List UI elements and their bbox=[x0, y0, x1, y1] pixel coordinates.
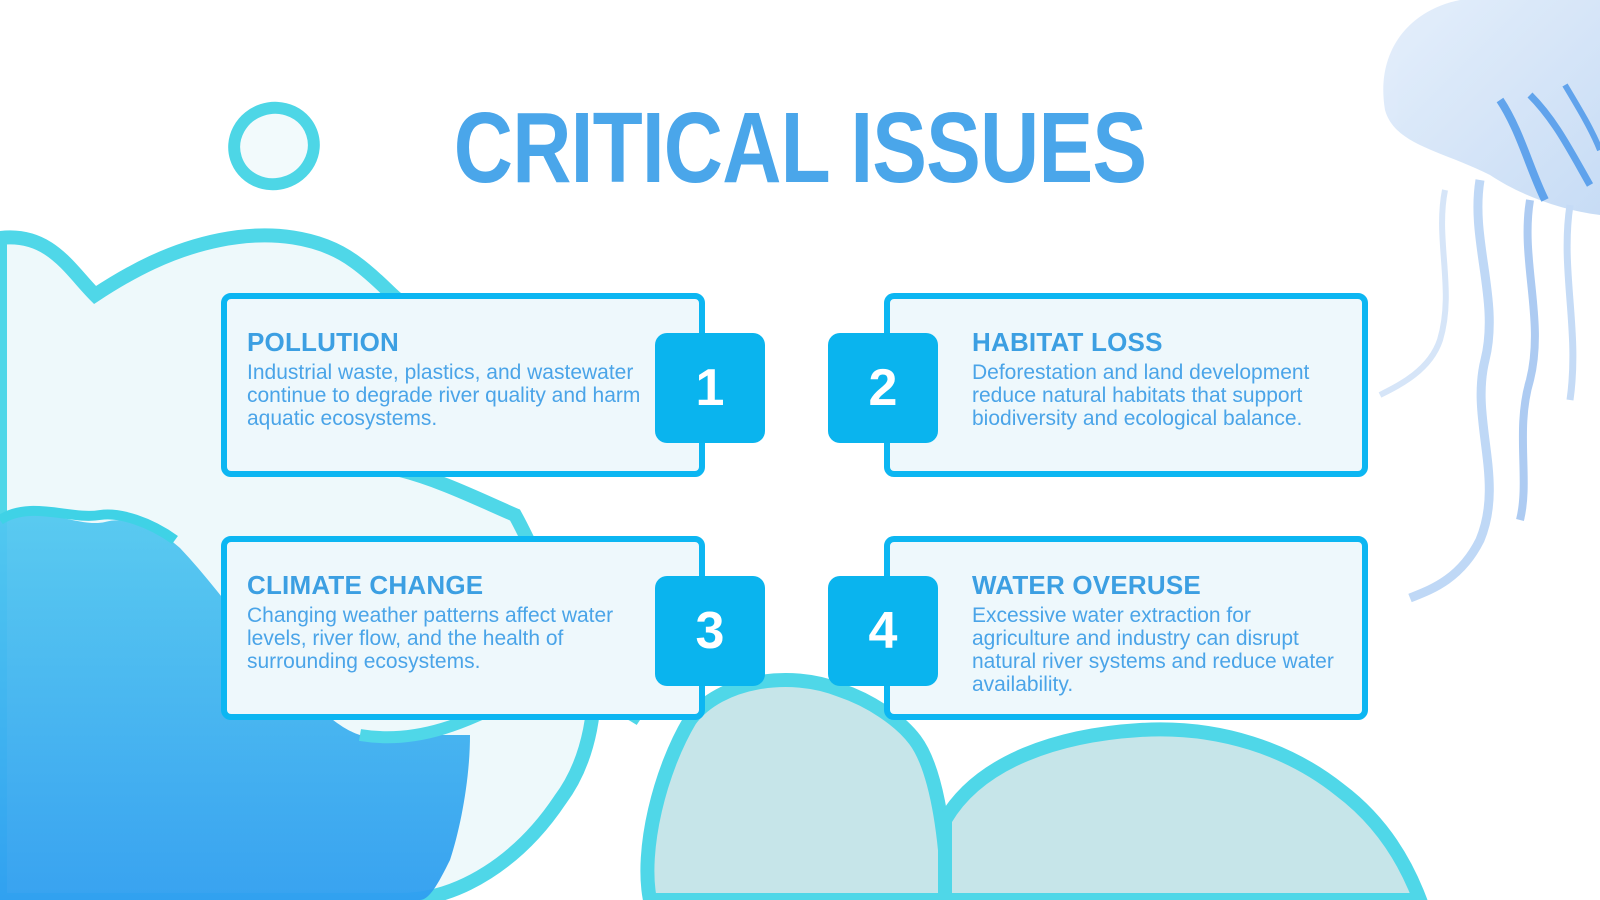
issue-title: CLIMATE CHANGE bbox=[247, 570, 484, 600]
ring-shape bbox=[228, 101, 320, 191]
issue-title: POLLUTION bbox=[247, 327, 400, 357]
issue-description: Industrial waste, plastics, and wastewat… bbox=[247, 361, 641, 430]
issue-number-badge: 4 bbox=[828, 576, 938, 686]
issue-title: WATER OVERUSE bbox=[972, 570, 1201, 600]
issue-card-water-overuse: WATER OVERUSE Excessive water extraction… bbox=[884, 536, 1368, 720]
issue-description: Deforestation and land development reduc… bbox=[972, 361, 1310, 430]
issue-title: HABITAT LOSS bbox=[972, 327, 1163, 357]
issue-description: Changing weather patterns affect water l… bbox=[247, 604, 614, 673]
issue-number-badge: 1 bbox=[655, 333, 765, 443]
watercolor-blob-bottom-right bbox=[938, 722, 1428, 900]
issue-card-climate-change: CLIMATE CHANGE Changing weather patterns… bbox=[221, 536, 705, 720]
issue-card-pollution: POLLUTION Industrial waste, plastics, an… bbox=[221, 293, 705, 477]
jellyfish-illustration bbox=[1378, 0, 1600, 603]
issue-number-badge: 2 bbox=[828, 333, 938, 443]
slide-title: CRITICAL ISSUES bbox=[453, 92, 1147, 204]
issue-card-habitat-loss: HABITAT LOSS Deforestation and land deve… bbox=[884, 293, 1368, 477]
watercolor-blob-bottom-center bbox=[640, 673, 952, 900]
issue-description: Excessive water extraction for agricultu… bbox=[972, 604, 1334, 696]
issue-number-badge: 3 bbox=[655, 576, 765, 686]
